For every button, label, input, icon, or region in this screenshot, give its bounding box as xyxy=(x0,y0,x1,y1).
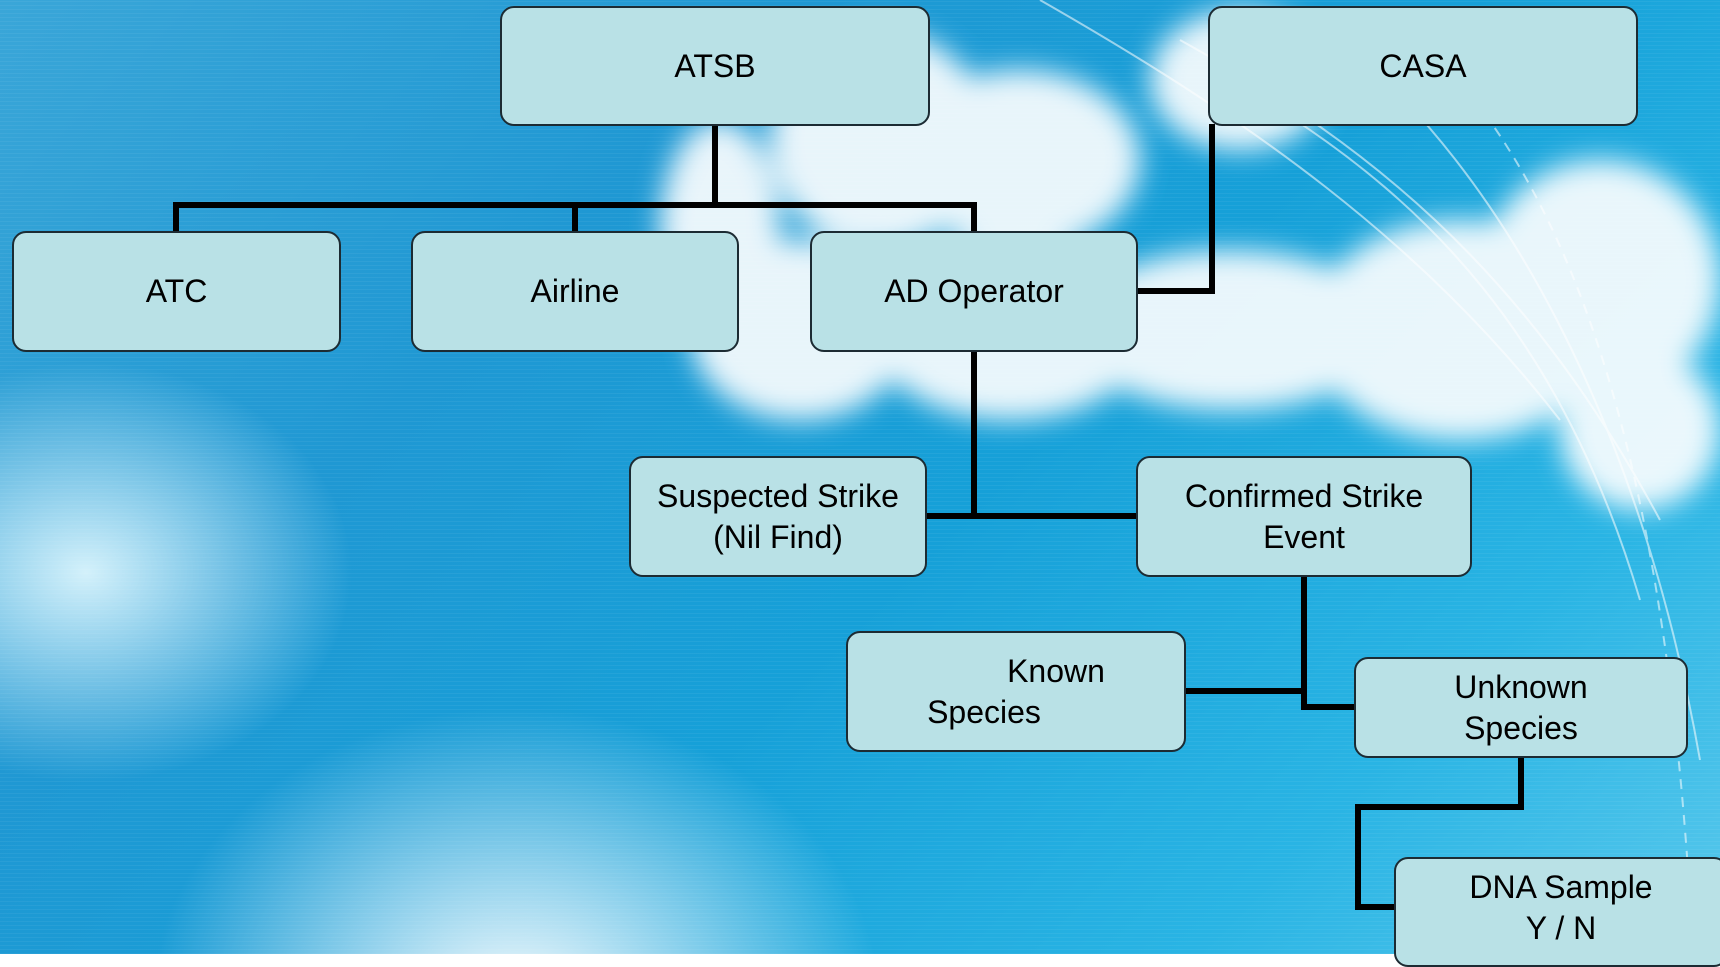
node-unknown-species: Unknown Species xyxy=(1354,657,1688,758)
node-label: ATC xyxy=(145,273,208,309)
node-atc: ATC xyxy=(12,231,341,352)
node-atsb: ATSB xyxy=(500,6,930,126)
node-confirmed-strike: Confirmed Strike Event xyxy=(1136,456,1472,577)
node-label: Suspected Strike (Nil Find) xyxy=(657,477,899,555)
connector-confirmed-unknown xyxy=(1301,576,1354,710)
node-label: AD Operator xyxy=(884,273,1064,309)
node-label: ATSB xyxy=(674,47,756,84)
node-ad-operator: AD Operator xyxy=(810,231,1138,352)
node-label: CASA xyxy=(1379,47,1467,84)
node-suspected-strike: Suspected Strike (Nil Find) xyxy=(629,456,927,577)
connector-unknown-dna xyxy=(1355,757,1524,910)
node-label: Known Species xyxy=(927,652,1105,730)
node-label: Airline xyxy=(530,273,620,309)
connector-casa-ad-operator xyxy=(1136,124,1215,294)
node-dna-sample: DNA Sample Y / N xyxy=(1394,857,1720,967)
node-casa: CASA xyxy=(1208,6,1638,126)
node-label: Confirmed Strike Event xyxy=(1184,477,1424,555)
node-known-species: Known Species xyxy=(846,631,1186,752)
node-label: DNA Sample Y / N xyxy=(1469,869,1653,946)
node-label: Unknown Species xyxy=(1454,668,1588,746)
node-airline: Airline xyxy=(411,231,739,352)
